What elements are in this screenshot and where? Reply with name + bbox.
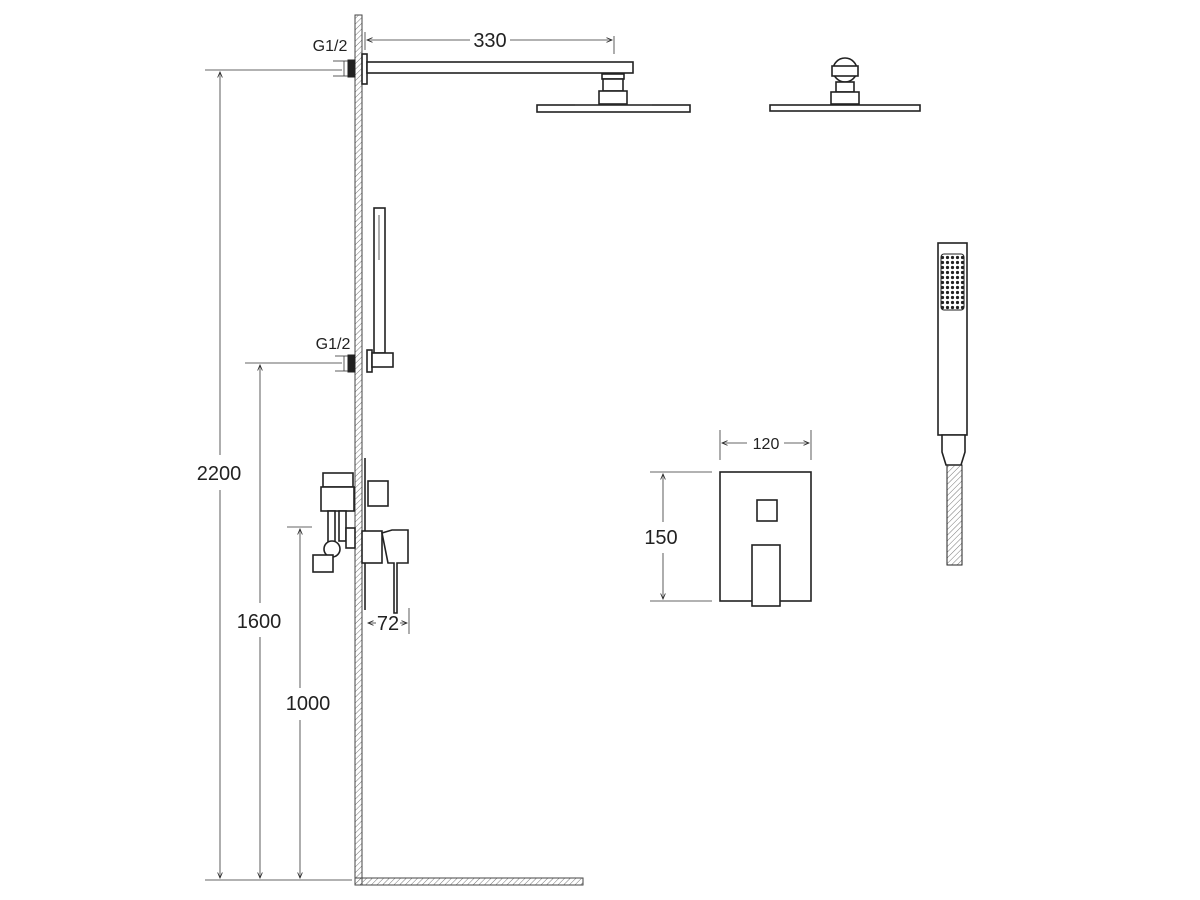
hand-inlet-connection: G1/2 — [316, 336, 356, 373]
dimension-label-120: 120 — [753, 436, 780, 453]
dimension-1000: 1000 — [286, 526, 331, 878]
mixer-side-view — [312, 458, 409, 614]
hand-shower-detail — [937, 242, 968, 566]
dimension-72: 72 — [368, 608, 410, 635]
wall-section — [354, 14, 584, 886]
hand-inlet-label: G1/2 — [316, 336, 351, 353]
hand-shower-mounted — [366, 207, 394, 373]
dimension-150: 150 — [644, 471, 712, 602]
dimension-label-150: 150 — [644, 527, 677, 549]
dimension-label-72: 72 — [377, 613, 399, 635]
dimension-label-330: 330 — [473, 30, 506, 52]
dimension-330: 330 — [364, 30, 615, 54]
dimension-120: 120 — [719, 430, 812, 460]
dimension-1600: 1600 — [237, 362, 342, 878]
top-inlet-label: G1/2 — [313, 38, 348, 55]
shower-head-side-view — [769, 57, 921, 112]
dimension-label-2200: 2200 — [197, 463, 242, 485]
shower-arm — [361, 53, 691, 113]
dimension-label-1600: 1600 — [237, 611, 282, 633]
dimension-2200: 2200 — [197, 69, 352, 881]
top-inlet-connection: G1/2 — [313, 38, 356, 78]
dimension-label-1000: 1000 — [286, 693, 331, 715]
mixer-front-view — [719, 471, 812, 607]
